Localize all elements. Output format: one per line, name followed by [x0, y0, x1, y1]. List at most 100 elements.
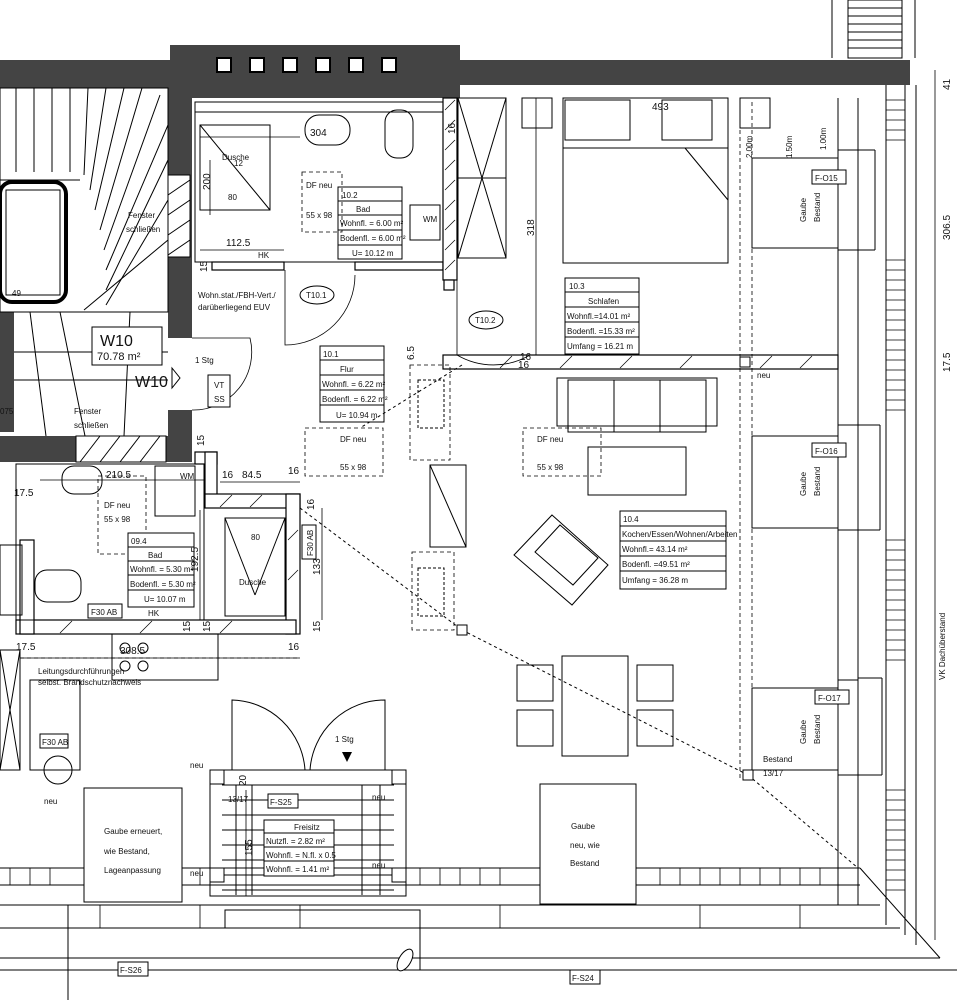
window-f016-label: F-O16	[815, 447, 838, 456]
dim-16g: 16	[306, 498, 317, 510]
dim-6-5: 6.5	[406, 346, 417, 360]
vt-label: VT	[214, 381, 224, 390]
roof-fixture	[396, 948, 414, 972]
stair-hatch	[75, 174, 191, 463]
schlafen-name: Schlafen	[588, 297, 619, 306]
bad-left-bodenfl: Bodenfl. = 5.30 m²	[130, 580, 196, 589]
neu-label-4: neu	[372, 793, 385, 802]
f30ab-label-3: F30 AB	[42, 738, 68, 747]
gaube-s24	[539, 783, 637, 905]
dim-16f: 16	[520, 352, 532, 363]
wohn-stat-label-2: darüberliegend EUV	[198, 303, 271, 312]
bad-top-umfang: U= 10.12 m	[352, 249, 394, 258]
chair-3	[636, 664, 674, 702]
dim-1-50: 1.50m	[785, 135, 794, 158]
door-t102-tag	[468, 310, 504, 330]
dusche-left-label: Dusche	[239, 578, 267, 587]
wm-left	[154, 465, 196, 517]
schlafen-bodenfl: Bodenfl. =15.33 m²	[567, 327, 635, 336]
balcony-door-right-swing	[309, 699, 386, 771]
s1317-label: 13/17	[228, 795, 249, 804]
freisitz-nutzfl: Nutzfl. = 2.82 m²	[266, 837, 325, 846]
dim-112-5: 112.5	[226, 238, 251, 249]
dining-table	[561, 655, 629, 757]
neu-label-1: neu	[757, 371, 770, 380]
fenster-top-label: Fenster	[128, 211, 155, 220]
dim-16e: 16	[288, 642, 300, 653]
gaube-s24-label-2: neu, wie	[570, 841, 600, 850]
gaube-s24-label-3: Bestand	[570, 859, 599, 868]
fenster-bottom-label: Fenster	[74, 407, 101, 416]
window-tag-fs24	[569, 969, 601, 985]
wm-left-label: WM	[180, 472, 195, 481]
balcony	[209, 699, 421, 929]
window-tag-f016	[811, 442, 847, 458]
df-1-size: 55 x 98	[306, 211, 333, 220]
neu-label-6: neu	[190, 869, 203, 878]
neu-label-2: neu	[44, 797, 57, 806]
dim-16b: 16	[518, 360, 530, 371]
hk2-label: HK	[148, 609, 160, 618]
vent-1	[216, 57, 232, 73]
df-2-outline	[304, 427, 384, 477]
door-entry-swing	[191, 337, 253, 411]
dimension-lines	[20, 70, 936, 940]
apartment-id: W10	[100, 333, 133, 350]
vent-5	[348, 57, 364, 73]
vent-6	[381, 57, 397, 73]
apartment-tag	[91, 326, 163, 366]
shower-left	[224, 517, 286, 617]
f30ab-tag-2	[301, 524, 317, 560]
dim-306-5: 306.5	[942, 215, 953, 240]
df-4-outline	[97, 475, 147, 555]
coffee-table	[587, 446, 687, 496]
gaube-o16-label: Gaube	[799, 471, 808, 496]
dim-1-00: 1.00m	[819, 127, 828, 150]
dusche-top-label: Dusche	[222, 153, 250, 162]
balcony-door-left-swing	[231, 699, 306, 771]
window-fs26-label: F-S26	[120, 966, 142, 975]
flur-number: 10.1	[323, 350, 339, 359]
kitchen-block	[0, 633, 219, 785]
kochen-number: 10.4	[623, 515, 639, 524]
f30ab-tag-3	[39, 733, 69, 749]
df-3-label: DF neu	[537, 435, 563, 444]
living-furniture	[299, 364, 859, 869]
vt-ss-box	[207, 374, 231, 408]
north-wall	[0, 45, 910, 98]
dim-49: 49	[12, 289, 21, 298]
neu-label-5: neu	[372, 861, 385, 870]
gauben-south	[83, 783, 637, 905]
schlafen-south-wall	[442, 354, 839, 370]
armchair	[513, 514, 609, 606]
window-tag-f015	[811, 169, 847, 185]
df-4-label: DF neu	[104, 501, 130, 510]
bed	[562, 97, 729, 264]
schlafen-wohnfl: Wohnfl.=14.01 m²	[567, 312, 631, 321]
bad-top-name: Bad	[356, 205, 370, 214]
dim-318: 318	[526, 219, 537, 236]
chair-4	[636, 709, 674, 747]
door-t102-label: T10.2	[475, 316, 496, 325]
f30ab-label-1: F30 AB	[91, 608, 117, 617]
room-tag-flur	[319, 345, 385, 423]
dim-210-5: 210.5	[106, 470, 131, 481]
window-f015-label: F-O15	[815, 174, 838, 183]
dim-493: 493	[652, 102, 669, 113]
dim-84-5: 84.5	[242, 470, 262, 481]
bad-left	[0, 463, 286, 621]
vk-dach-label: VK Dachüberstand	[938, 613, 947, 680]
freisitz-wohnfl-calc: Wohnfl. = N.fl. x 0.5	[266, 851, 336, 860]
window-tag-f017	[814, 689, 850, 705]
dim-16a: 16	[447, 122, 458, 134]
entry-label: W10	[135, 374, 168, 391]
east-roof-ticks	[886, 99, 905, 891]
bad-top	[194, 101, 444, 263]
df-1-label: DF neu	[306, 181, 332, 190]
freisitz-wohnfl: Wohnfl. = 1.41 m²	[266, 865, 330, 874]
df-3-size: 55 x 98	[537, 463, 564, 472]
east-roof	[837, 85, 917, 945]
shower-top	[199, 124, 271, 211]
fenster-bottom-label-2: schließen	[74, 421, 108, 430]
door-swings-top	[191, 270, 531, 411]
